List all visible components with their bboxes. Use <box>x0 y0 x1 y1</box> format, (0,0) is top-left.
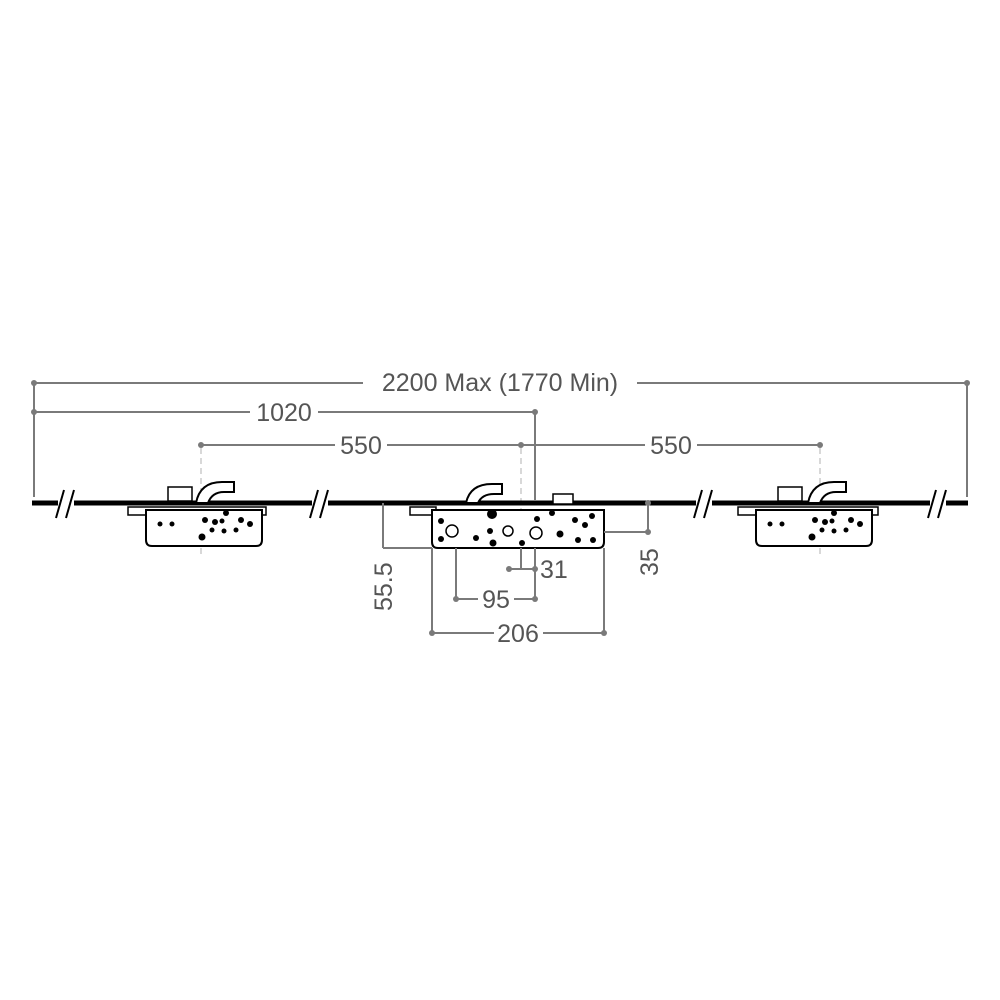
cylinder-handle-dimension: 95 <box>453 548 538 614</box>
handle-offset-dimension: 31 <box>506 548 568 584</box>
handle-offset-label: 31 <box>540 556 568 584</box>
depth-dimension: 35 <box>604 500 664 576</box>
left-lock-case <box>127 481 267 547</box>
right-spacing-label: 550 <box>650 432 692 460</box>
backset-label: 55.5 <box>370 562 398 611</box>
left-spacing-label: 550 <box>340 432 382 460</box>
overall-dimension-label: 2200 Max (1770 Min) <box>382 369 618 397</box>
right-spacing-dimension: 550 <box>521 432 823 460</box>
backset-dimension: 55.5 <box>370 503 432 611</box>
right-lock-case <box>737 481 879 547</box>
left-spacing-dimension: 550 <box>198 432 524 460</box>
case-length-dimension: 206 <box>429 548 607 648</box>
center-dimension: 1020 <box>31 399 538 500</box>
break-marks <box>55 489 947 519</box>
overall-dimension: 2200 Max (1770 Min) <box>31 369 970 497</box>
case-length-label: 206 <box>497 620 539 648</box>
center-lock-case <box>409 483 605 549</box>
cylinder-handle-label: 95 <box>482 586 510 614</box>
center-dimension-label: 1020 <box>256 399 312 427</box>
depth-label: 35 <box>636 548 664 576</box>
